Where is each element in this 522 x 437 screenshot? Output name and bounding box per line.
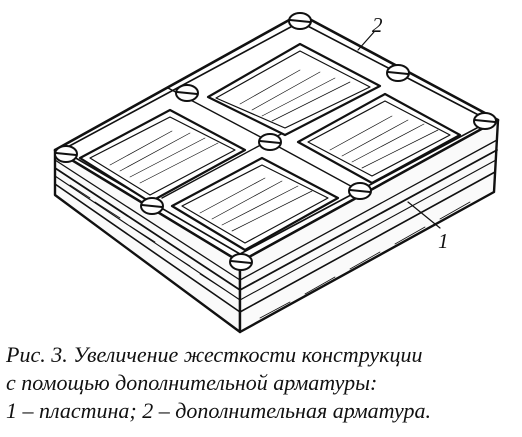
screw — [175, 84, 199, 102]
caption-line-3: 1 – пластина; 2 – дополнительная арматур… — [6, 398, 431, 423]
leader-line-2 — [357, 31, 375, 51]
callout-label-1: 1 — [438, 229, 449, 253]
figure-caption: Рис. 3. Увеличение жесткости конструкции… — [6, 341, 520, 425]
screw — [258, 133, 282, 151]
screw — [229, 253, 253, 271]
window-right — [296, 92, 462, 185]
screw — [386, 64, 410, 82]
caption-line-1: Рис. 3. Увеличение жесткости конструкции — [6, 342, 423, 367]
screw — [140, 197, 164, 215]
window-left — [78, 108, 247, 204]
screw — [348, 182, 372, 200]
screw — [288, 12, 312, 30]
leader-line-1 — [407, 201, 441, 229]
window-bottom — [170, 156, 340, 252]
callout-label-2: 2 — [372, 13, 383, 37]
screw — [54, 145, 78, 163]
caption-line-2: с помощью дополнительной арматуры: — [6, 370, 378, 395]
window-top — [206, 42, 382, 137]
screw — [473, 112, 497, 130]
